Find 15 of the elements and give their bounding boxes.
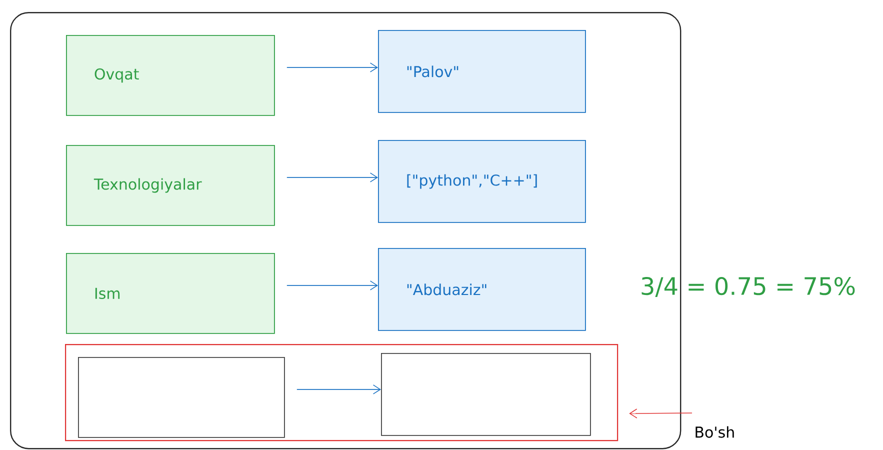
key-box: Texnologiyalar xyxy=(66,145,275,226)
note-text: Bo'sh xyxy=(696,426,734,438)
key-box: Ism xyxy=(66,253,275,334)
empty-key-box xyxy=(78,357,285,438)
arrow xyxy=(286,62,378,72)
value-box: ["python","C++"] xyxy=(378,140,586,223)
value-box: "Palov" xyxy=(378,30,586,113)
arrow xyxy=(286,172,378,182)
ratio-text: 3/4 = 0.75 = 75% xyxy=(642,276,855,298)
key-box: Ovqat xyxy=(66,35,275,116)
arrow xyxy=(296,384,381,394)
arrow xyxy=(286,280,378,290)
empty-value-box xyxy=(381,353,591,436)
arrow xyxy=(629,408,692,418)
value-box: "Abduaziz" xyxy=(378,248,586,331)
